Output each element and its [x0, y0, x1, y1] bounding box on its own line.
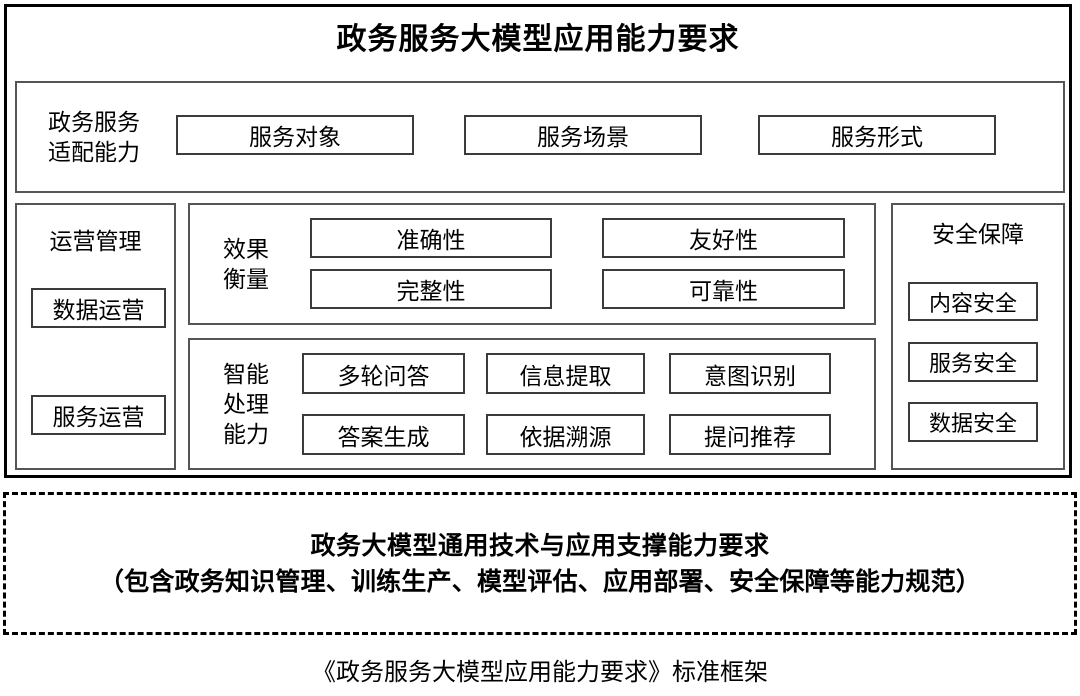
page-title: 政务服务大模型应用能力要求 [336, 23, 740, 56]
foundation-line-2: （包含政务知识管理、训练生产、模型评估、应用部署、安全保障等能力规范） [98, 567, 981, 596]
intelligent-item-question-recommendation[interactable]: 提问推荐 [669, 414, 831, 455]
adaptation-item-service-scenario[interactable]: 服务场景 [464, 115, 702, 155]
security-item-service-security[interactable]: 服务安全 [908, 342, 1038, 382]
intelligent-item-intent-recognition[interactable]: 意图识别 [669, 353, 831, 394]
effect-item-reliability[interactable]: 可靠性 [602, 269, 845, 309]
foundation-line-1: 政务大模型通用技术与应用支撑能力要求 [310, 531, 770, 560]
figure-caption: 《政务服务大模型应用能力要求》标准框架 [312, 659, 768, 686]
intelligent-processing-label: 智能 处理 能力 [223, 361, 269, 447]
security-item-data-security[interactable]: 数据安全 [908, 402, 1038, 442]
effect-measurement-label: 效果 衡量 [223, 236, 269, 292]
effect-item-accuracy[interactable]: 准确性 [310, 218, 552, 258]
operations-item-service-operations[interactable]: 服务运营 [31, 395, 166, 435]
operations-item-data-operations[interactable]: 数据运营 [31, 288, 166, 328]
adaptation-item-service-object[interactable]: 服务对象 [176, 115, 414, 155]
intelligent-item-information-extraction[interactable]: 信息提取 [486, 353, 645, 394]
adaptation-item-service-form[interactable]: 服务形式 [758, 115, 996, 155]
security-assurance-label: 安全保障 [932, 221, 1024, 247]
intelligent-item-evidence-tracing[interactable]: 依据溯源 [486, 414, 645, 455]
effect-item-completeness[interactable]: 完整性 [310, 269, 552, 309]
security-item-content-security[interactable]: 内容安全 [908, 282, 1038, 321]
intelligent-item-multi-turn-qa[interactable]: 多轮问答 [302, 353, 465, 394]
foundation-capability-block: 政务大模型通用技术与应用支撑能力要求 （包含政务知识管理、训练生产、模型评估、应… [3, 492, 1077, 635]
operations-management-label: 运营管理 [49, 228, 142, 254]
adaptation-capability-label: 政务服务 适配能力 [48, 109, 140, 165]
intelligent-item-answer-generation[interactable]: 答案生成 [302, 414, 465, 455]
effect-item-friendliness[interactable]: 友好性 [602, 218, 845, 258]
